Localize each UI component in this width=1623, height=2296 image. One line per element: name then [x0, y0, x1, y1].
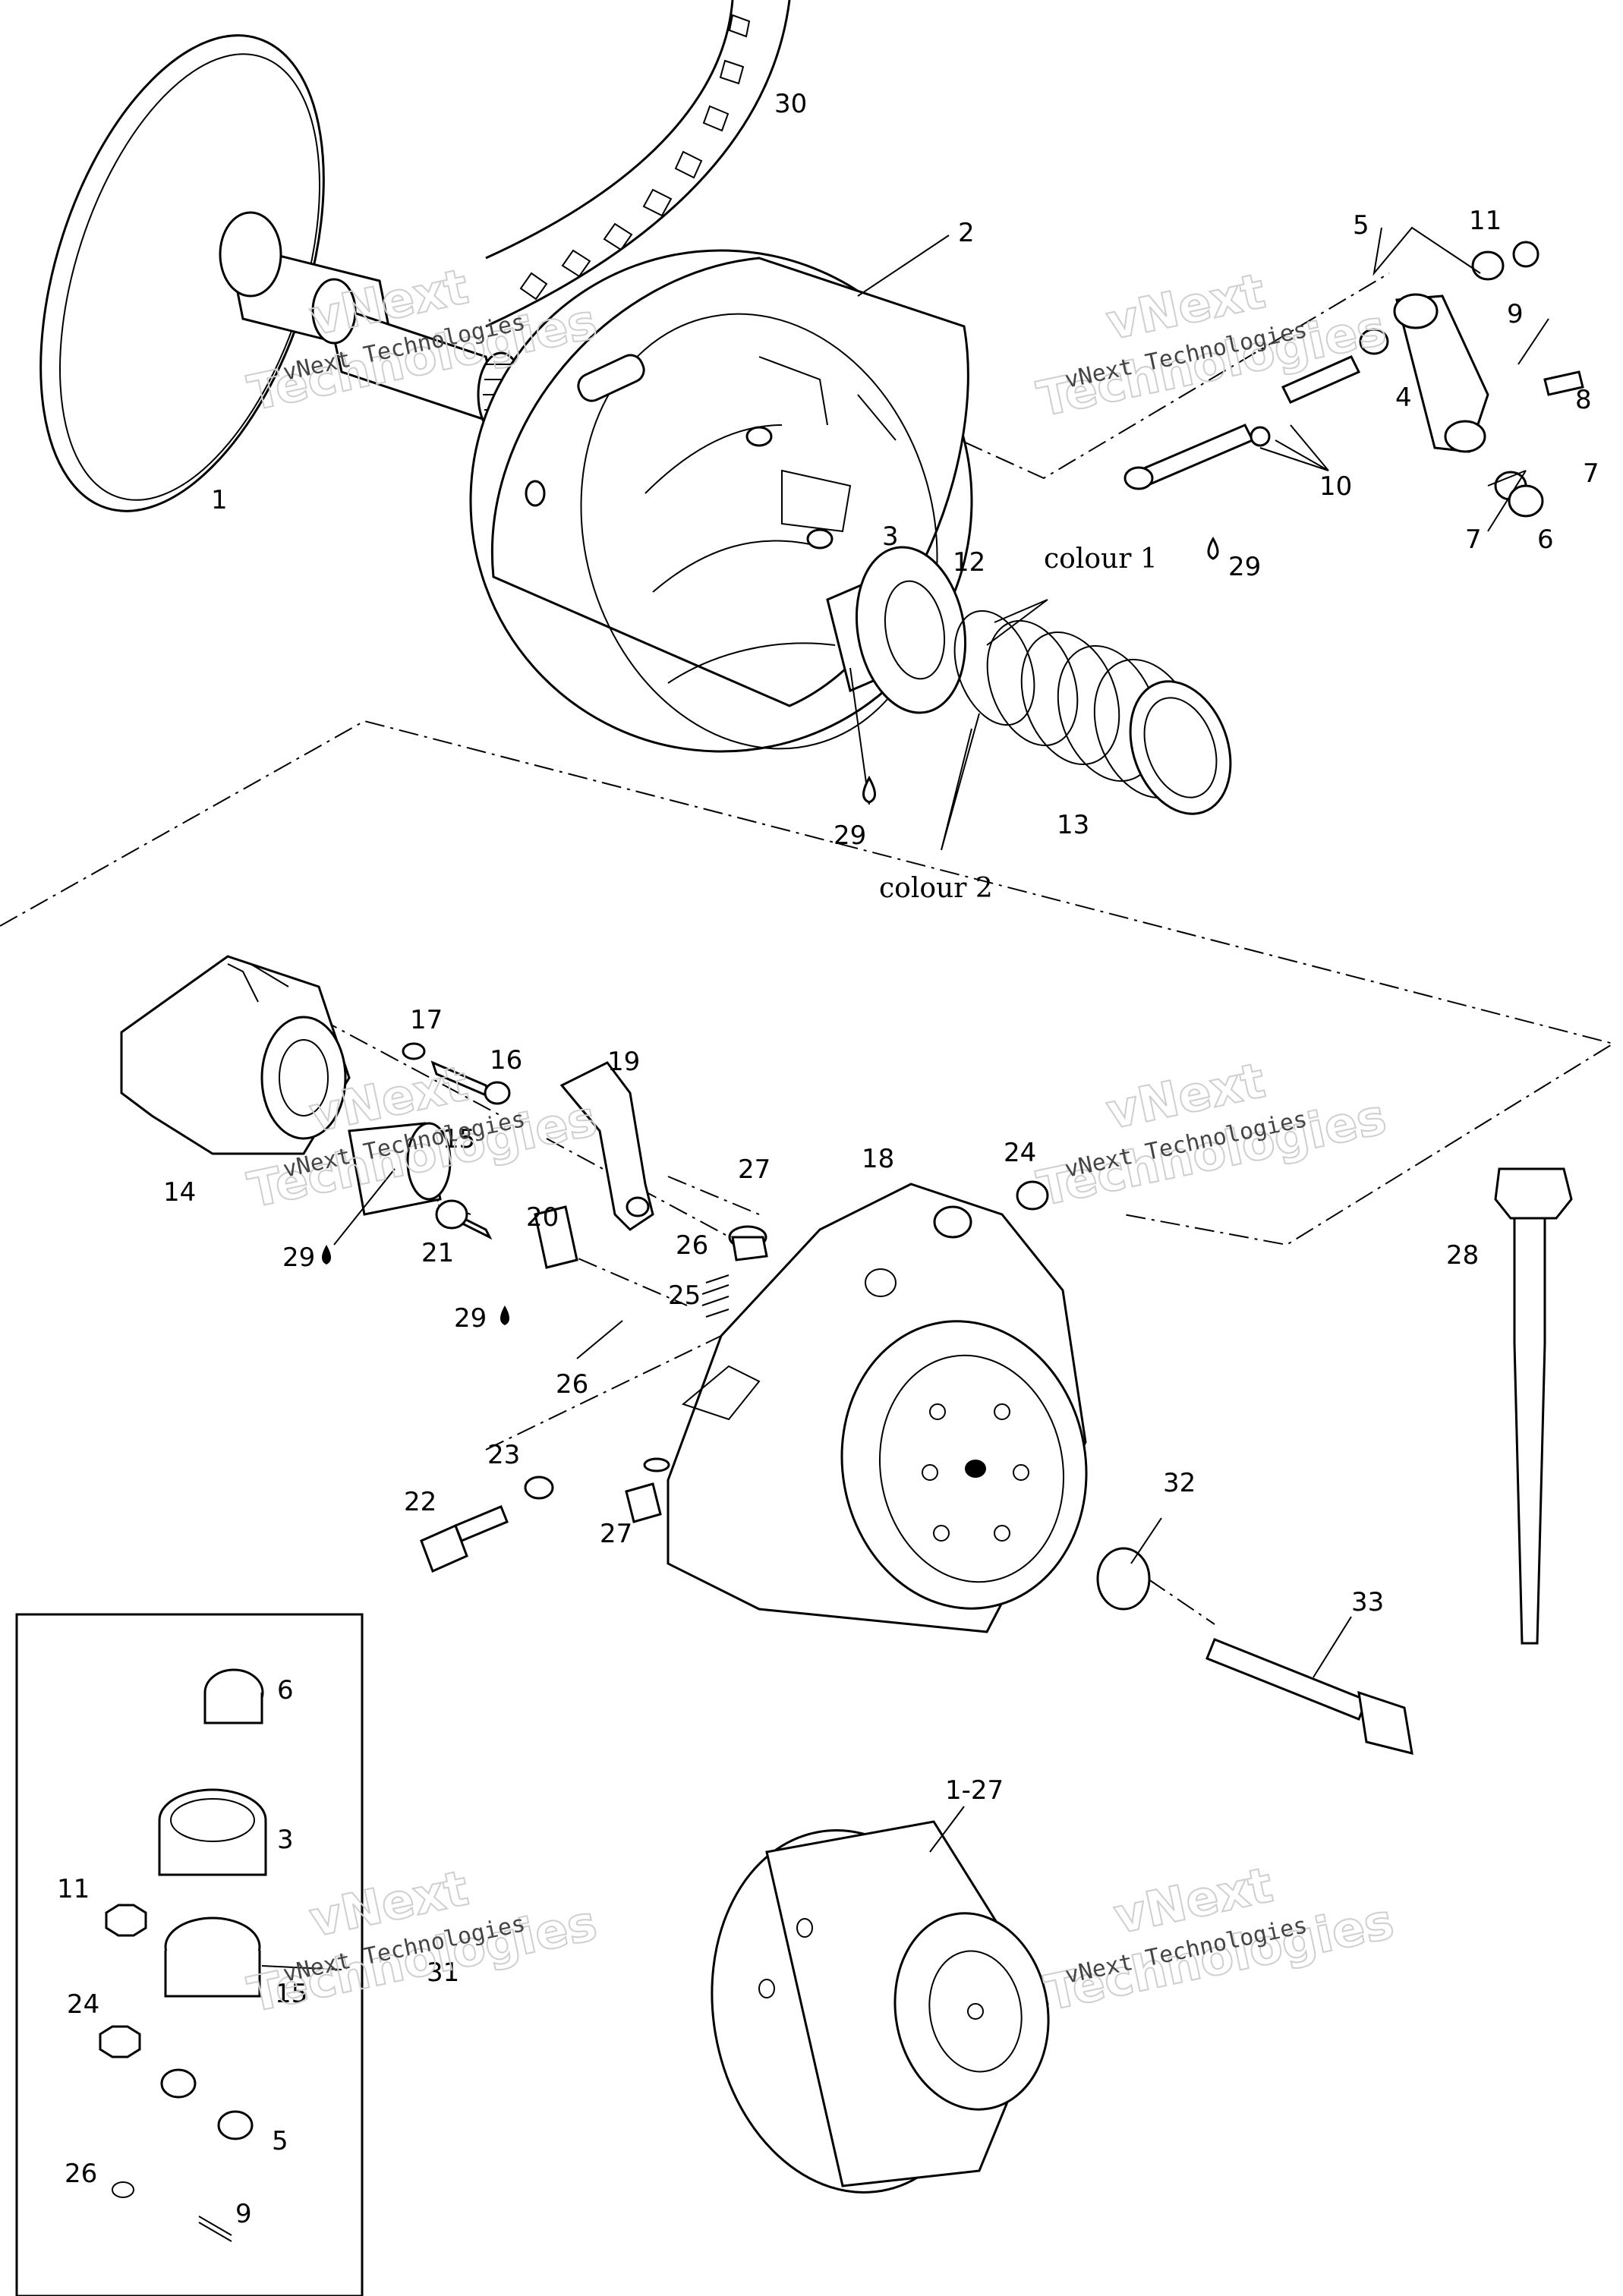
callout-27-top: 27 [738, 1154, 771, 1185]
kit-callout-9: 9 [235, 2199, 252, 2229]
watermarks: vNext Technologies vNext Technologies vN… [243, 258, 1400, 2024]
spring-part-13 [953, 609, 1232, 815]
watermark-4: vNext Technologies vNext Technologies [1032, 1052, 1391, 1218]
callout-5: 5 [1353, 210, 1369, 241]
callout-21: 21 [421, 1238, 454, 1268]
label-colour-1: colour 1 [1044, 543, 1158, 575]
cam-lever-part-19 [559, 1061, 654, 1231]
callout-29-middle: 29 [454, 1303, 487, 1334]
callout-7-right: 7 [1583, 458, 1599, 489]
callout-8: 8 [1575, 385, 1592, 415]
small-hardware-lower [420, 1180, 1151, 1611]
callout-29-left: 29 [282, 1242, 315, 1273]
callout-1-27: 1-27 [945, 1775, 1004, 1806]
callout-7-left: 7 [1465, 524, 1482, 555]
callout-29-top-right: 29 [1228, 552, 1261, 582]
watermark-6: vNext Technologies vNext Technologies [1039, 1857, 1399, 2023]
bushing-and-spring-seat [826, 546, 967, 714]
callout-18: 18 [862, 1144, 894, 1174]
long-bolt-part-28 [1494, 1167, 1573, 1645]
callout-11: 11 [1469, 206, 1502, 236]
callout-28: 28 [1446, 1240, 1479, 1271]
kit-callout-15: 15 [275, 1979, 307, 2009]
callout-1: 1 [211, 485, 228, 515]
watermark-5: vNext Technologies vNext Technologies [243, 1860, 603, 2024]
kit-callout-11: 11 [57, 1874, 90, 1904]
callout-29-top-left: 29 [834, 820, 866, 851]
kit-callout-6: 6 [277, 1675, 294, 1705]
callout-9: 9 [1507, 299, 1524, 329]
lubricant-drops [322, 775, 876, 1325]
callout-19: 19 [607, 1047, 640, 1077]
sliding-sheave-part-2 [469, 249, 973, 753]
callout-15-middle: 15 [443, 1124, 475, 1154]
callout-26-top: 26 [676, 1230, 708, 1261]
callout-32: 32 [1163, 1468, 1196, 1498]
callout-22: 22 [404, 1487, 436, 1517]
repair-kit-31 [15, 1613, 364, 2296]
callout-3: 3 [882, 521, 899, 552]
callout-20: 20 [526, 1202, 559, 1233]
label-colour-2: colour 2 [879, 873, 993, 904]
spider-part-14 [120, 955, 351, 1155]
callout-27-bottom: 27 [600, 1519, 632, 1549]
callout-12: 12 [953, 547, 985, 578]
callout-26-bottom: 26 [556, 1369, 588, 1400]
kit-callout-24: 24 [67, 1989, 99, 2020]
kit-callout-26: 26 [65, 2159, 97, 2189]
callout-17: 17 [410, 1005, 443, 1035]
kit-callout-3: 3 [277, 1825, 294, 1855]
bolt-part-33 [1205, 1638, 1413, 1756]
complete-assembly-1-27 [711, 1820, 1050, 2194]
callout-6: 6 [1537, 524, 1554, 555]
governor-cup-part-18 [667, 1183, 1088, 1633]
callout-2: 2 [958, 218, 975, 248]
callout-14: 14 [163, 1177, 196, 1208]
kit-callout-5: 5 [272, 2126, 288, 2156]
callout-4: 4 [1395, 383, 1412, 413]
callout-16: 16 [490, 1045, 522, 1076]
callout-13: 13 [1057, 810, 1089, 840]
callout-30: 30 [774, 89, 807, 119]
callout-24-middle: 24 [1004, 1138, 1036, 1168]
watermark-2: vNext Technologies vNext Technologies [1032, 263, 1391, 429]
callout-33: 33 [1351, 1587, 1384, 1617]
callout-25: 25 [668, 1280, 701, 1311]
drive-belt-part-30 [485, 0, 791, 328]
kit-callout-31: 31 [427, 1957, 459, 1988]
callouts: 1 30 2 3 12 13 29 29 5 11 9 4 8 10 7 7 6… [57, 89, 1599, 2229]
callout-10: 10 [1319, 471, 1352, 502]
callout-23: 23 [487, 1440, 520, 1470]
lever-arm-assembly [1123, 241, 1584, 560]
